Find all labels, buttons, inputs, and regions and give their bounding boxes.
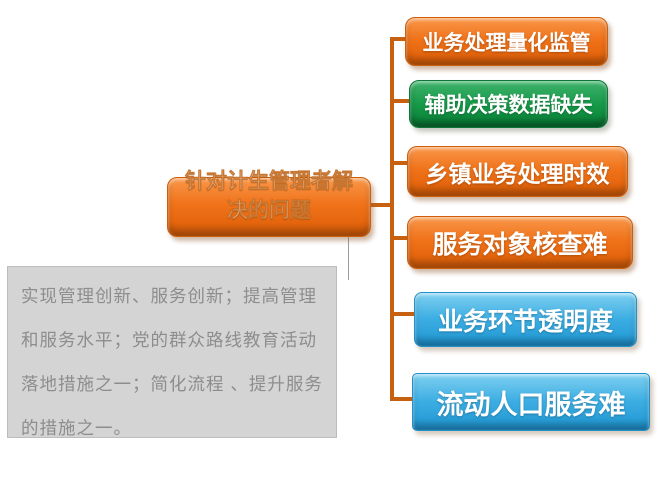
central-topic-label-line1: 针对计生管理者解	[185, 170, 354, 194]
note-box[interactable]: 实现管理创新、服务创新；提高管理 和服务水平；党的群众路线教育活动 落地措施之一…	[7, 266, 337, 438]
connector-branch-1	[390, 37, 408, 41]
note-line-3: 落地措施之一；简化流程 、提升服务	[21, 374, 323, 394]
branch-node-decision-data-missing[interactable]: 辅助决策数据缺失	[409, 80, 608, 128]
branch-node-label: 乡镇业务处理时效	[425, 160, 610, 187]
branch-node-label: 业务处理量化监管	[422, 31, 591, 55]
branch-node-business-transparency[interactable]: 业务环节透明度	[414, 292, 637, 347]
branch-node-business-quantified-supervision[interactable]: 业务处理量化监管	[405, 17, 608, 66]
branch-node-label: 服务对象核查难	[432, 230, 608, 259]
branch-node-service-object-verification[interactable]: 服务对象核查难	[407, 216, 633, 269]
note-line-2: 和服务水平；党的群众路线教育活动	[21, 330, 317, 350]
branch-node-township-processing-timeliness[interactable]: 乡镇业务处理时效	[407, 146, 628, 197]
note-line-4: 的措施之一。	[21, 418, 132, 438]
branch-node-label: 辅助决策数据缺失	[424, 94, 593, 117]
note-leader-line	[348, 235, 349, 280]
connector-center-stub	[370, 203, 392, 207]
connector-trunk-line	[390, 37, 394, 401]
branch-node-label: 流动人口服务难	[436, 389, 626, 420]
connector-branch-5	[390, 312, 417, 316]
connector-branch-6	[390, 397, 416, 401]
central-topic-node[interactable]: 针对计生管理者解 决的问题	[167, 170, 371, 237]
connector-branch-2	[390, 99, 412, 103]
connector-branch-4	[390, 236, 410, 240]
central-topic-label-line2: 决的问题	[227, 199, 312, 223]
branch-node-label: 业务环节透明度	[437, 307, 613, 336]
central-topic-label: 针对计生管理者解 决的问题	[168, 167, 370, 225]
note-line-1: 实现管理创新、服务创新；提高管理	[21, 286, 317, 306]
connector-branch-3	[390, 161, 410, 165]
branch-node-migrant-population-service[interactable]: 流动人口服务难	[412, 373, 650, 431]
